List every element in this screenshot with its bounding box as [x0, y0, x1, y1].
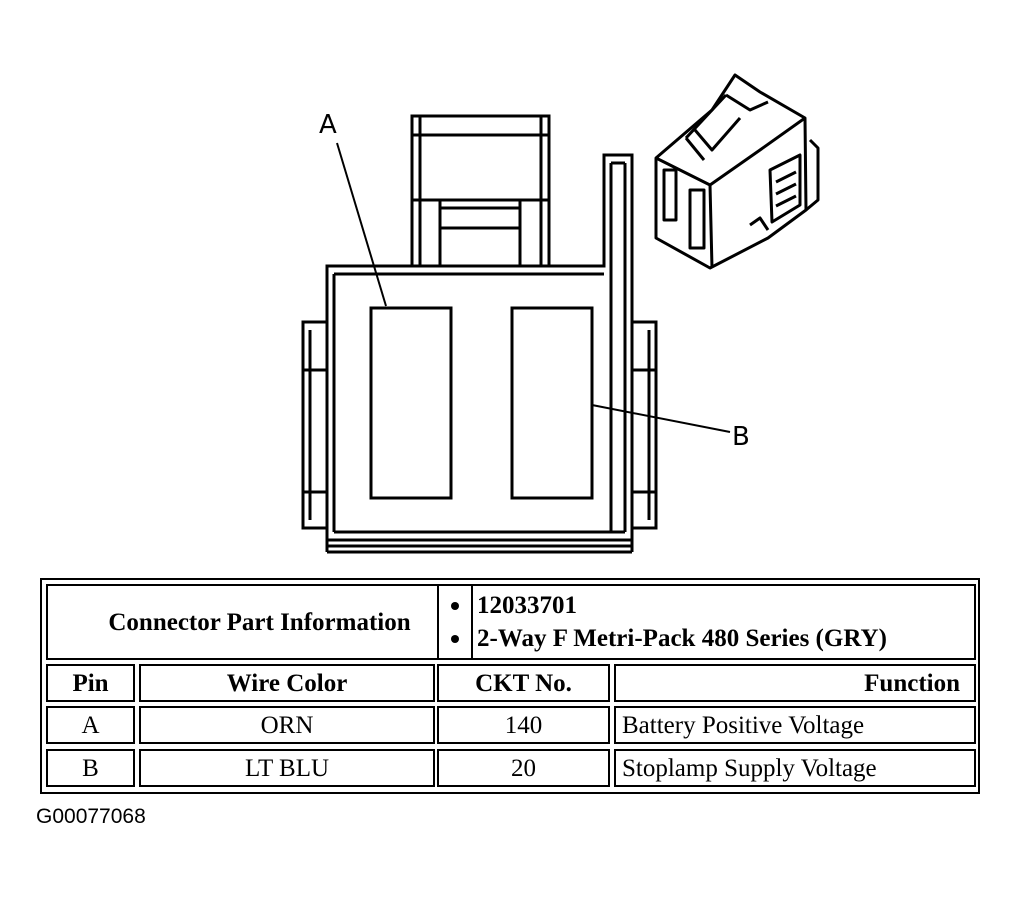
part-description-item: 2-Way F Metri-Pack 480 Series (GRY) — [451, 622, 887, 655]
table-row-a-pin: A — [46, 706, 135, 744]
ckt-no-value: 20 — [511, 754, 536, 782]
terminal-cavity-a — [369, 306, 453, 500]
column-header-pin: Pin — [46, 664, 135, 702]
table-row-b-wire-color: LT BLU — [139, 749, 435, 787]
callout-label-a: A — [319, 110, 337, 140]
part-number-item: 12033701 — [451, 589, 577, 622]
function-value: Battery Positive Voltage — [622, 711, 865, 739]
column-header-ckt-no: CKT No. — [437, 664, 610, 702]
table-row-a-function: Battery Positive Voltage — [614, 706, 976, 744]
bullet-icon — [451, 634, 459, 643]
connector-isometric-view — [654, 73, 820, 270]
pin-value: A — [81, 711, 100, 739]
part-info-header-text: Connector Part Information — [108, 608, 411, 636]
connector-diagram: A B — [301, 73, 820, 554]
bullet-icon — [451, 601, 459, 610]
column-header-wire-color: Wire Color — [139, 664, 435, 702]
column-header-wire-color-text: Wire Color — [226, 669, 348, 697]
table-row-b-function: Stoplamp Supply Voltage — [614, 749, 976, 787]
part-info-list: 12033701 2-Way F Metri-Pack 480 Series (… — [437, 584, 976, 660]
leader-line-b — [591, 404, 731, 433]
callout-label-b: B — [732, 422, 750, 452]
column-header-function: Function — [614, 664, 976, 702]
part-info-header: Connector Part Information — [46, 584, 473, 660]
column-header-function-text: Function — [864, 669, 960, 697]
connector-info-table: Connector Part Information 12033701 2-Wa… — [40, 578, 980, 794]
leader-line-a — [336, 142, 387, 307]
pin-value: B — [82, 754, 99, 782]
table-row-a-ckt-no: 140 — [437, 706, 610, 744]
left-wing — [301, 320, 327, 530]
wire-color-value: ORN — [260, 711, 314, 739]
part-number: 12033701 — [477, 592, 577, 619]
table-row-a-wire-color: ORN — [139, 706, 435, 744]
column-header-pin-text: Pin — [72, 669, 109, 697]
part-description: 2-Way F Metri-Pack 480 Series (GRY) — [477, 625, 887, 652]
column-header-ckt-no-text: CKT No. — [475, 669, 572, 697]
ckt-no-value: 140 — [504, 711, 543, 739]
table-row-b-pin: B — [46, 749, 135, 787]
connector-latch — [410, 114, 551, 268]
right-wing — [632, 320, 658, 530]
wire-color-value: LT BLU — [244, 754, 330, 782]
terminal-cavity-b — [510, 306, 594, 500]
function-value: Stoplamp Supply Voltage — [622, 754, 877, 782]
figure-id: G00077068 — [36, 805, 146, 828]
connector-housing — [325, 153, 634, 554]
table-row-b-ckt-no: 20 — [437, 749, 610, 787]
